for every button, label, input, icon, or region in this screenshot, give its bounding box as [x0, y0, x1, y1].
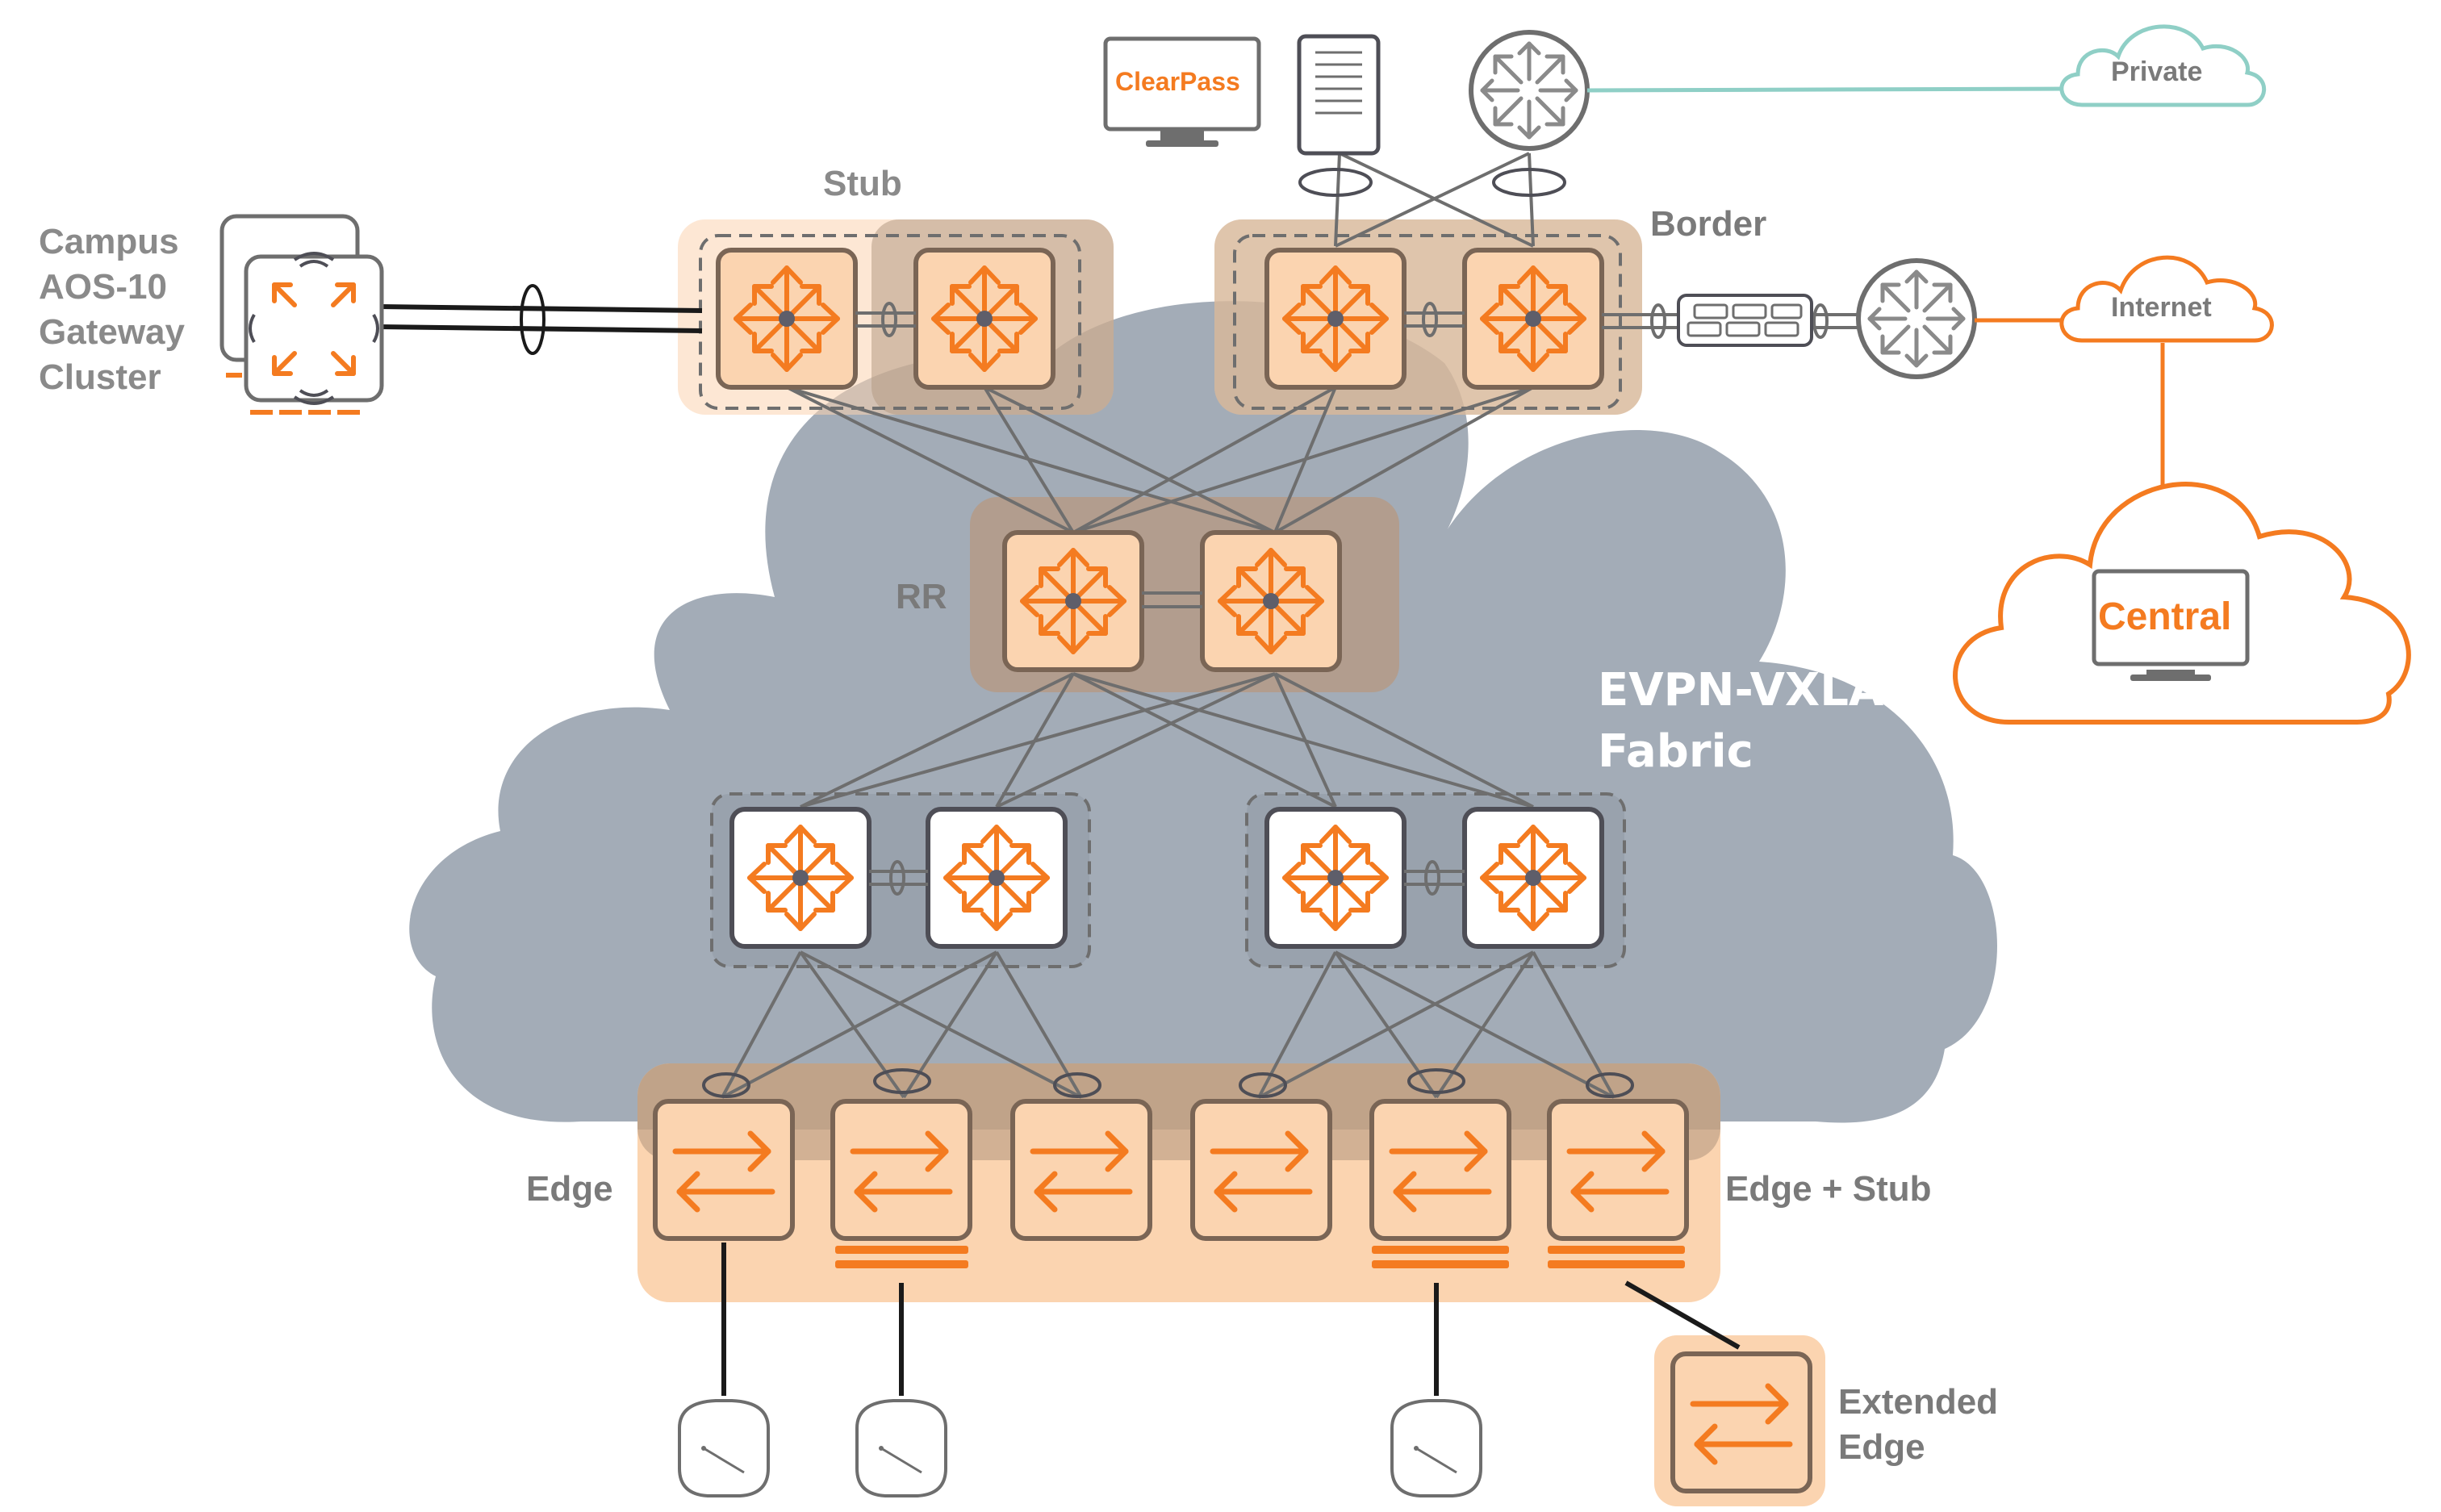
spine-switch-1[interactable] — [732, 809, 869, 946]
edge-switch-6[interactable] — [1549, 1101, 1687, 1238]
router-internet-icon[interactable] — [1858, 261, 1975, 377]
fabric-label-line1: EVPN-VXLAN — [1598, 664, 1921, 716]
extended-edge-switch[interactable] — [1673, 1354, 1810, 1491]
server-icon[interactable] — [1297, 34, 1381, 156]
border-switch-1[interactable] — [1267, 250, 1404, 387]
internet-cloud-label: Internet — [2111, 292, 2212, 323]
gateway-label-line3: Gateway — [39, 312, 186, 352]
edge-switch-4[interactable] — [1193, 1101, 1330, 1238]
stub-label: Stub — [823, 164, 902, 203]
firewall-icon[interactable] — [1677, 294, 1813, 347]
central-monitor-icon — [2092, 569, 2250, 681]
internet-cloud-icon — [2059, 255, 2274, 343]
isl-links — [855, 302, 1860, 896]
central-label: Central — [2098, 595, 2231, 638]
rr-switch-2[interactable] — [1202, 533, 1340, 670]
edge-switch-1[interactable] — [655, 1101, 792, 1238]
edge-stub-label: Edge + Stub — [1725, 1169, 1931, 1209]
clearpass-label: ClearPass — [1115, 67, 1240, 96]
edge-switch-2[interactable] — [833, 1101, 970, 1238]
private-link — [1586, 86, 2067, 93]
rr-label: RR — [896, 577, 947, 616]
border-dashed-box — [1233, 234, 1622, 410]
stub-switch-2[interactable] — [916, 250, 1053, 387]
spine-switch-3[interactable] — [1267, 809, 1404, 946]
access-point-1-icon[interactable] — [678, 1399, 770, 1497]
fabric-links — [721, 152, 1615, 1099]
border-switch-2[interactable] — [1465, 250, 1602, 387]
router-top-icon[interactable] — [1471, 32, 1587, 148]
stub-switch-1[interactable] — [718, 250, 855, 387]
spine-switch-4[interactable] — [1465, 809, 1602, 946]
edge-label: Edge — [526, 1169, 613, 1209]
edge-switch-5[interactable] — [1372, 1101, 1509, 1238]
gateway-icon[interactable] — [219, 214, 384, 415]
border-label: Border — [1650, 204, 1766, 244]
clearpass-monitor-icon[interactable] — [1103, 36, 1261, 147]
access-point-2-icon[interactable] — [855, 1399, 947, 1497]
extended-edge-label-line2: Edge — [1838, 1427, 1925, 1467]
private-cloud-label: Private — [2111, 56, 2202, 87]
fabric-label-line2: Fabric — [1598, 725, 1753, 778]
rr-switch-1[interactable] — [1005, 533, 1142, 670]
access-point-3-icon[interactable] — [1390, 1399, 1482, 1497]
edge-switch-3[interactable] — [1013, 1101, 1150, 1238]
gateway-stub-links — [378, 304, 703, 333]
private-cloud-icon — [2059, 24, 2267, 107]
spine-switch-2[interactable] — [928, 809, 1065, 946]
edge-stub-bars — [835, 1246, 1685, 1268]
gateway-label-line4: Cluster — [39, 357, 161, 397]
stub-dashed-box — [699, 234, 1081, 410]
gateway-label-line2: AOS-10 — [39, 267, 167, 307]
gateway-label-line1: Campus — [39, 222, 179, 261]
extended-edge-label-line1: Extended — [1838, 1382, 1998, 1422]
lag-ellipses — [702, 168, 1634, 1098]
ap-links — [721, 1243, 1741, 1396]
